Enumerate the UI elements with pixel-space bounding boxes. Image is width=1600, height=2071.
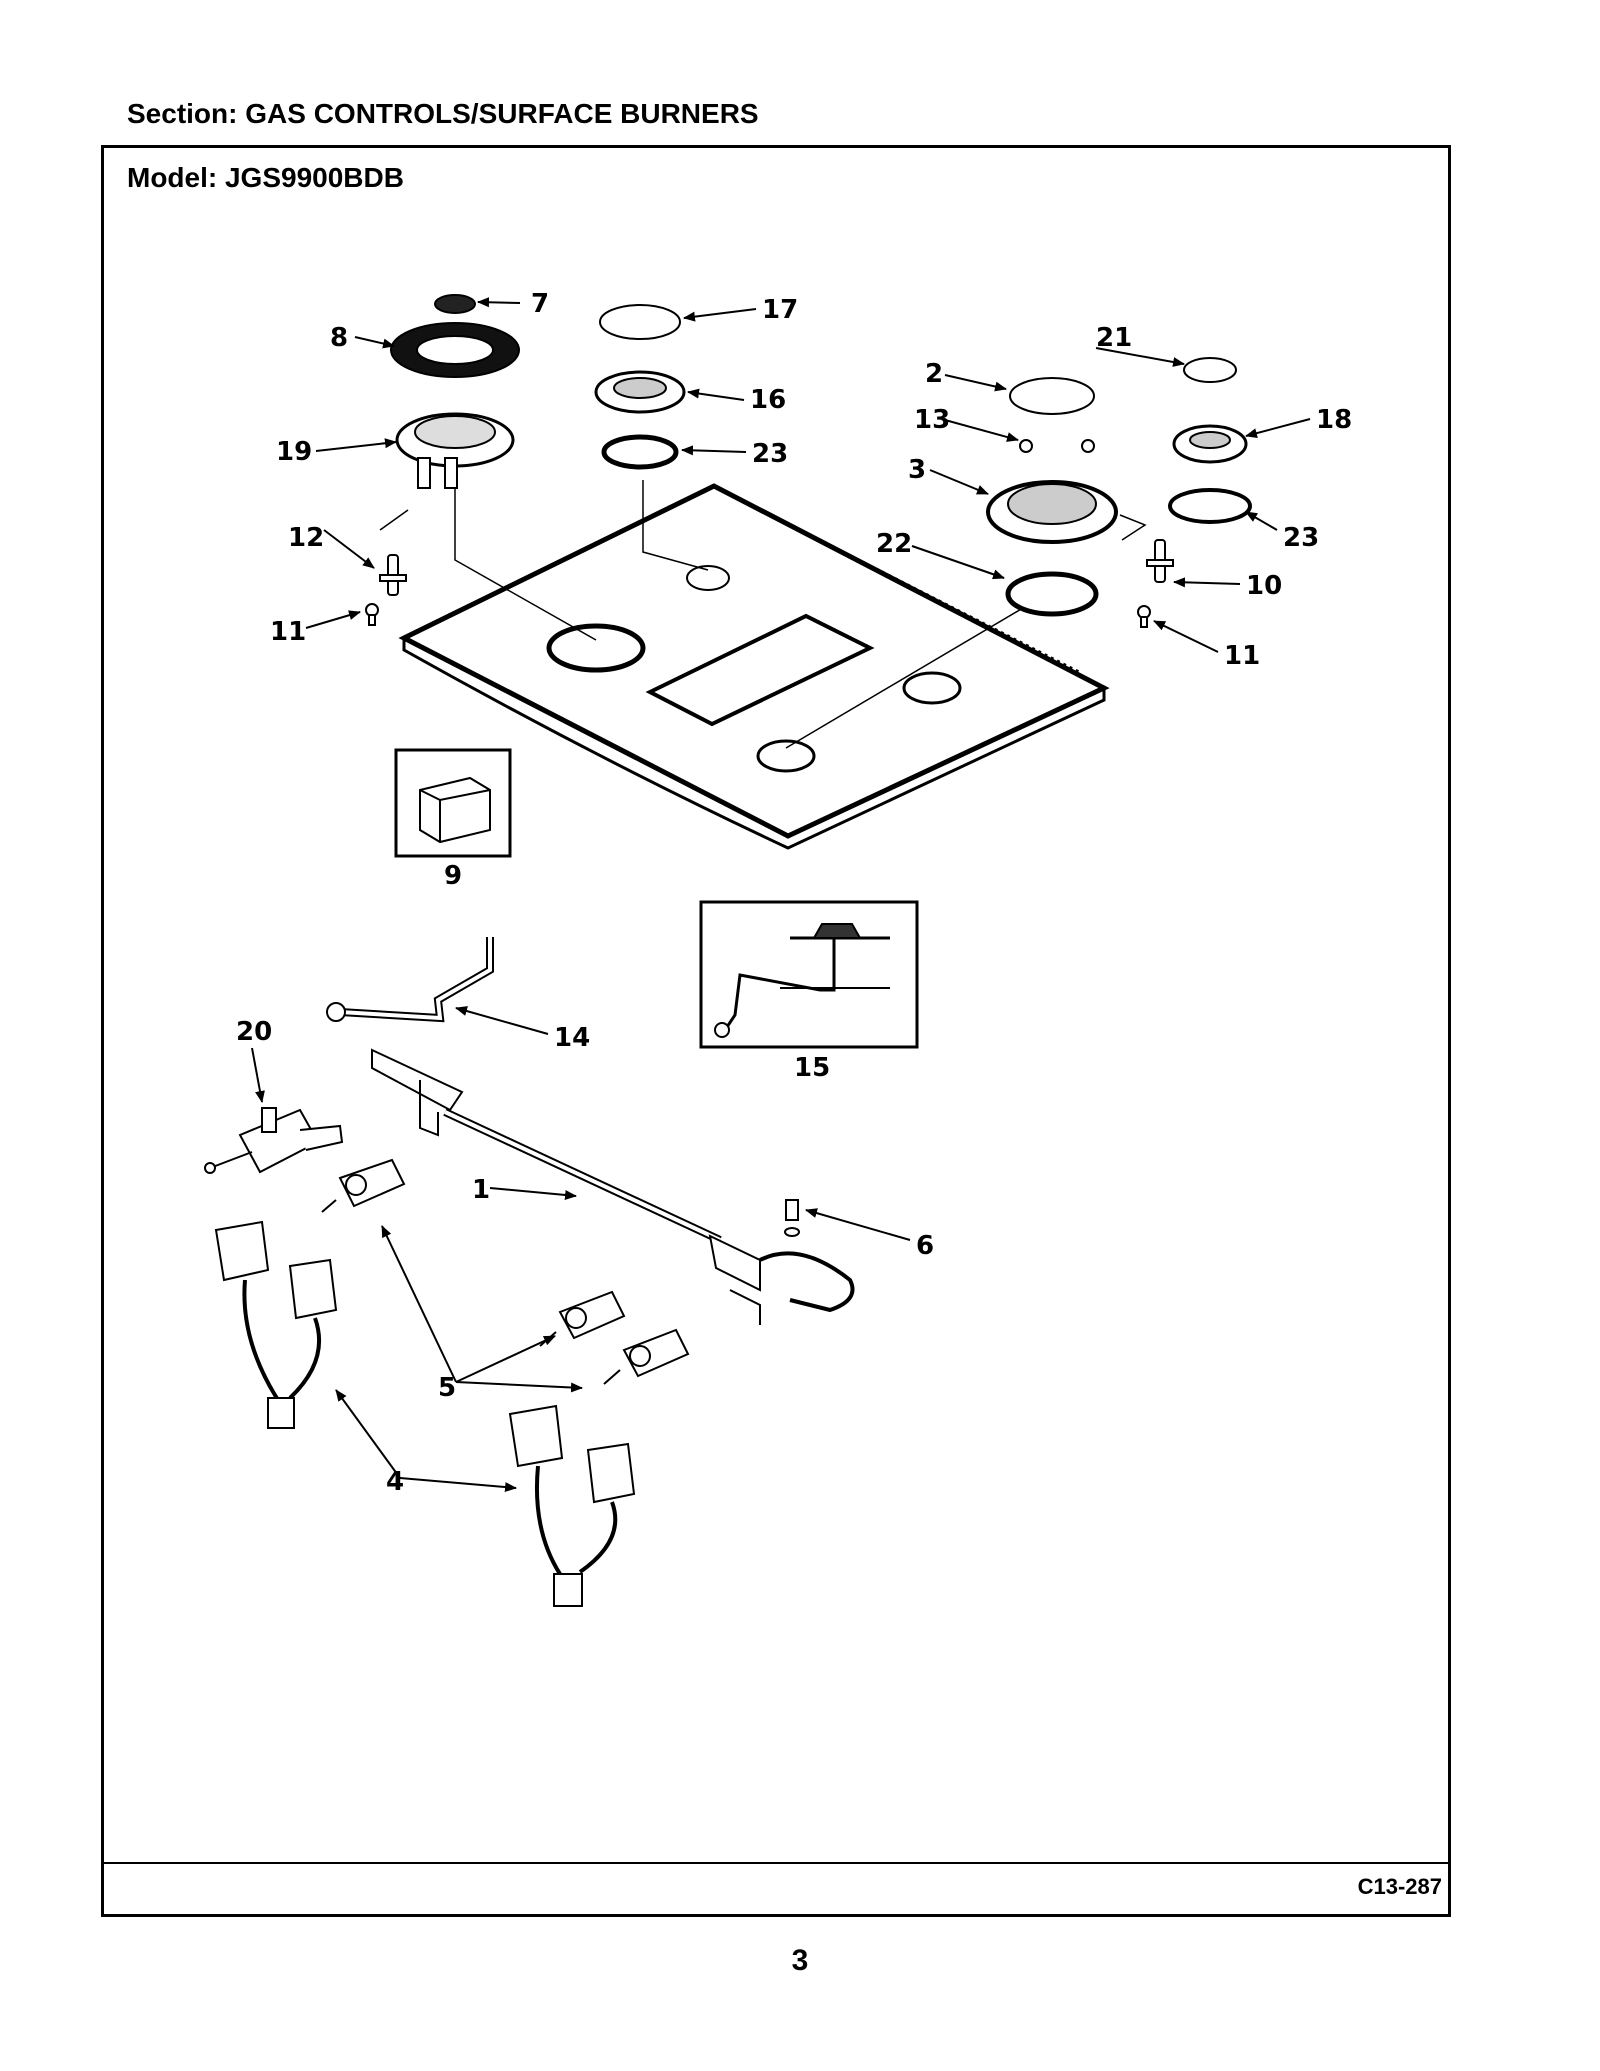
- gas-valve-safety: [204, 1107, 344, 1174]
- burner-valve-right: [603, 1328, 690, 1385]
- callout-19: 19: [276, 437, 312, 467]
- cooktop-panel: [379, 480, 1147, 850]
- callout-9: 9: [444, 861, 462, 891]
- leader-lines: [251, 297, 1311, 1493]
- callout-10: 10: [1246, 571, 1282, 601]
- burner-gasket-right-rear: [1168, 488, 1252, 524]
- callout-14: 14: [554, 1023, 590, 1053]
- callout-6: 6: [916, 1231, 934, 1261]
- inset-box-bracket: [394, 748, 512, 858]
- burner-cap-rear-left: [599, 304, 681, 340]
- page-number: 3: [791, 1944, 809, 1977]
- burner-cap-small: [434, 294, 476, 314]
- spark-electrode-right: [1146, 539, 1174, 583]
- callout-7: 7: [531, 289, 549, 319]
- burner-head-rear-left: [594, 370, 686, 414]
- burner-valve-center: [539, 1290, 626, 1347]
- burner-screws: [1019, 439, 1095, 453]
- ignition-switch-harness-left: [214, 1220, 338, 1429]
- burner-head-right-rear: [1172, 424, 1248, 464]
- burner-opening-right-front: [756, 739, 816, 773]
- burner-cap-right-rear: [1183, 357, 1237, 383]
- burner-base-large: [395, 412, 515, 489]
- callout-13: 13: [914, 405, 950, 435]
- footer-divider: [101, 1862, 1451, 1864]
- callout-2: 2: [925, 359, 943, 389]
- callout-5: 5: [438, 1373, 456, 1403]
- diagram-frame: [101, 145, 1451, 1917]
- callout-11-left: 11: [270, 617, 306, 647]
- callout-1: 1: [472, 1175, 490, 1205]
- burner-cap-right-front: [1009, 377, 1095, 415]
- callout-8: 8: [330, 323, 348, 353]
- manifold-screw: [784, 1199, 800, 1237]
- gas-manifold: [371, 1048, 855, 1325]
- spark-electrode-left: [379, 554, 407, 596]
- burner-opening-right-rear: [902, 671, 962, 705]
- diagram-code: C13-287: [1357, 1874, 1442, 1899]
- callout-12: 12: [288, 523, 324, 553]
- callout-21: 21: [1096, 323, 1132, 353]
- callout-20: 20: [236, 1017, 272, 1047]
- callout-4: 4: [386, 1467, 404, 1497]
- callout-15: 15: [794, 1053, 830, 1083]
- burner-ring-large: [390, 322, 520, 378]
- ignition-switch-harness-right: [508, 1404, 636, 1607]
- callout-17: 17: [762, 295, 798, 325]
- section-title: Section: GAS CONTROLS/SURFACE BURNERS: [127, 98, 759, 129]
- callout-23-right: 23: [1283, 523, 1319, 553]
- control-panel-opening: [645, 613, 875, 727]
- callout-3: 3: [908, 455, 926, 485]
- callout-22: 22: [876, 529, 912, 559]
- burner-gasket-rear-left: [601, 434, 679, 470]
- burner-opening-left-rear: [686, 565, 730, 591]
- burner-gasket-right-front: [1005, 571, 1099, 617]
- inset-box-orifice: [699, 900, 919, 1049]
- burner-base-right-front: [986, 480, 1118, 544]
- callout-18: 18: [1316, 405, 1352, 435]
- callout-16: 16: [750, 385, 786, 415]
- burner-valve-left: [321, 1158, 406, 1213]
- gas-tube: [326, 937, 494, 1023]
- callout-11-right: 11: [1224, 641, 1260, 671]
- callout-23-left: 23: [752, 439, 788, 469]
- burner-opening-left-front: [546, 623, 646, 673]
- callout-labels: 7 8 17 16 23 19 21 2 13 18 3 23 22 12 11…: [236, 289, 1352, 1497]
- model-title: Model: JGS9900BDB: [127, 162, 404, 193]
- electrode-screw-left: [365, 603, 379, 626]
- electrode-screw-right: [1137, 605, 1151, 628]
